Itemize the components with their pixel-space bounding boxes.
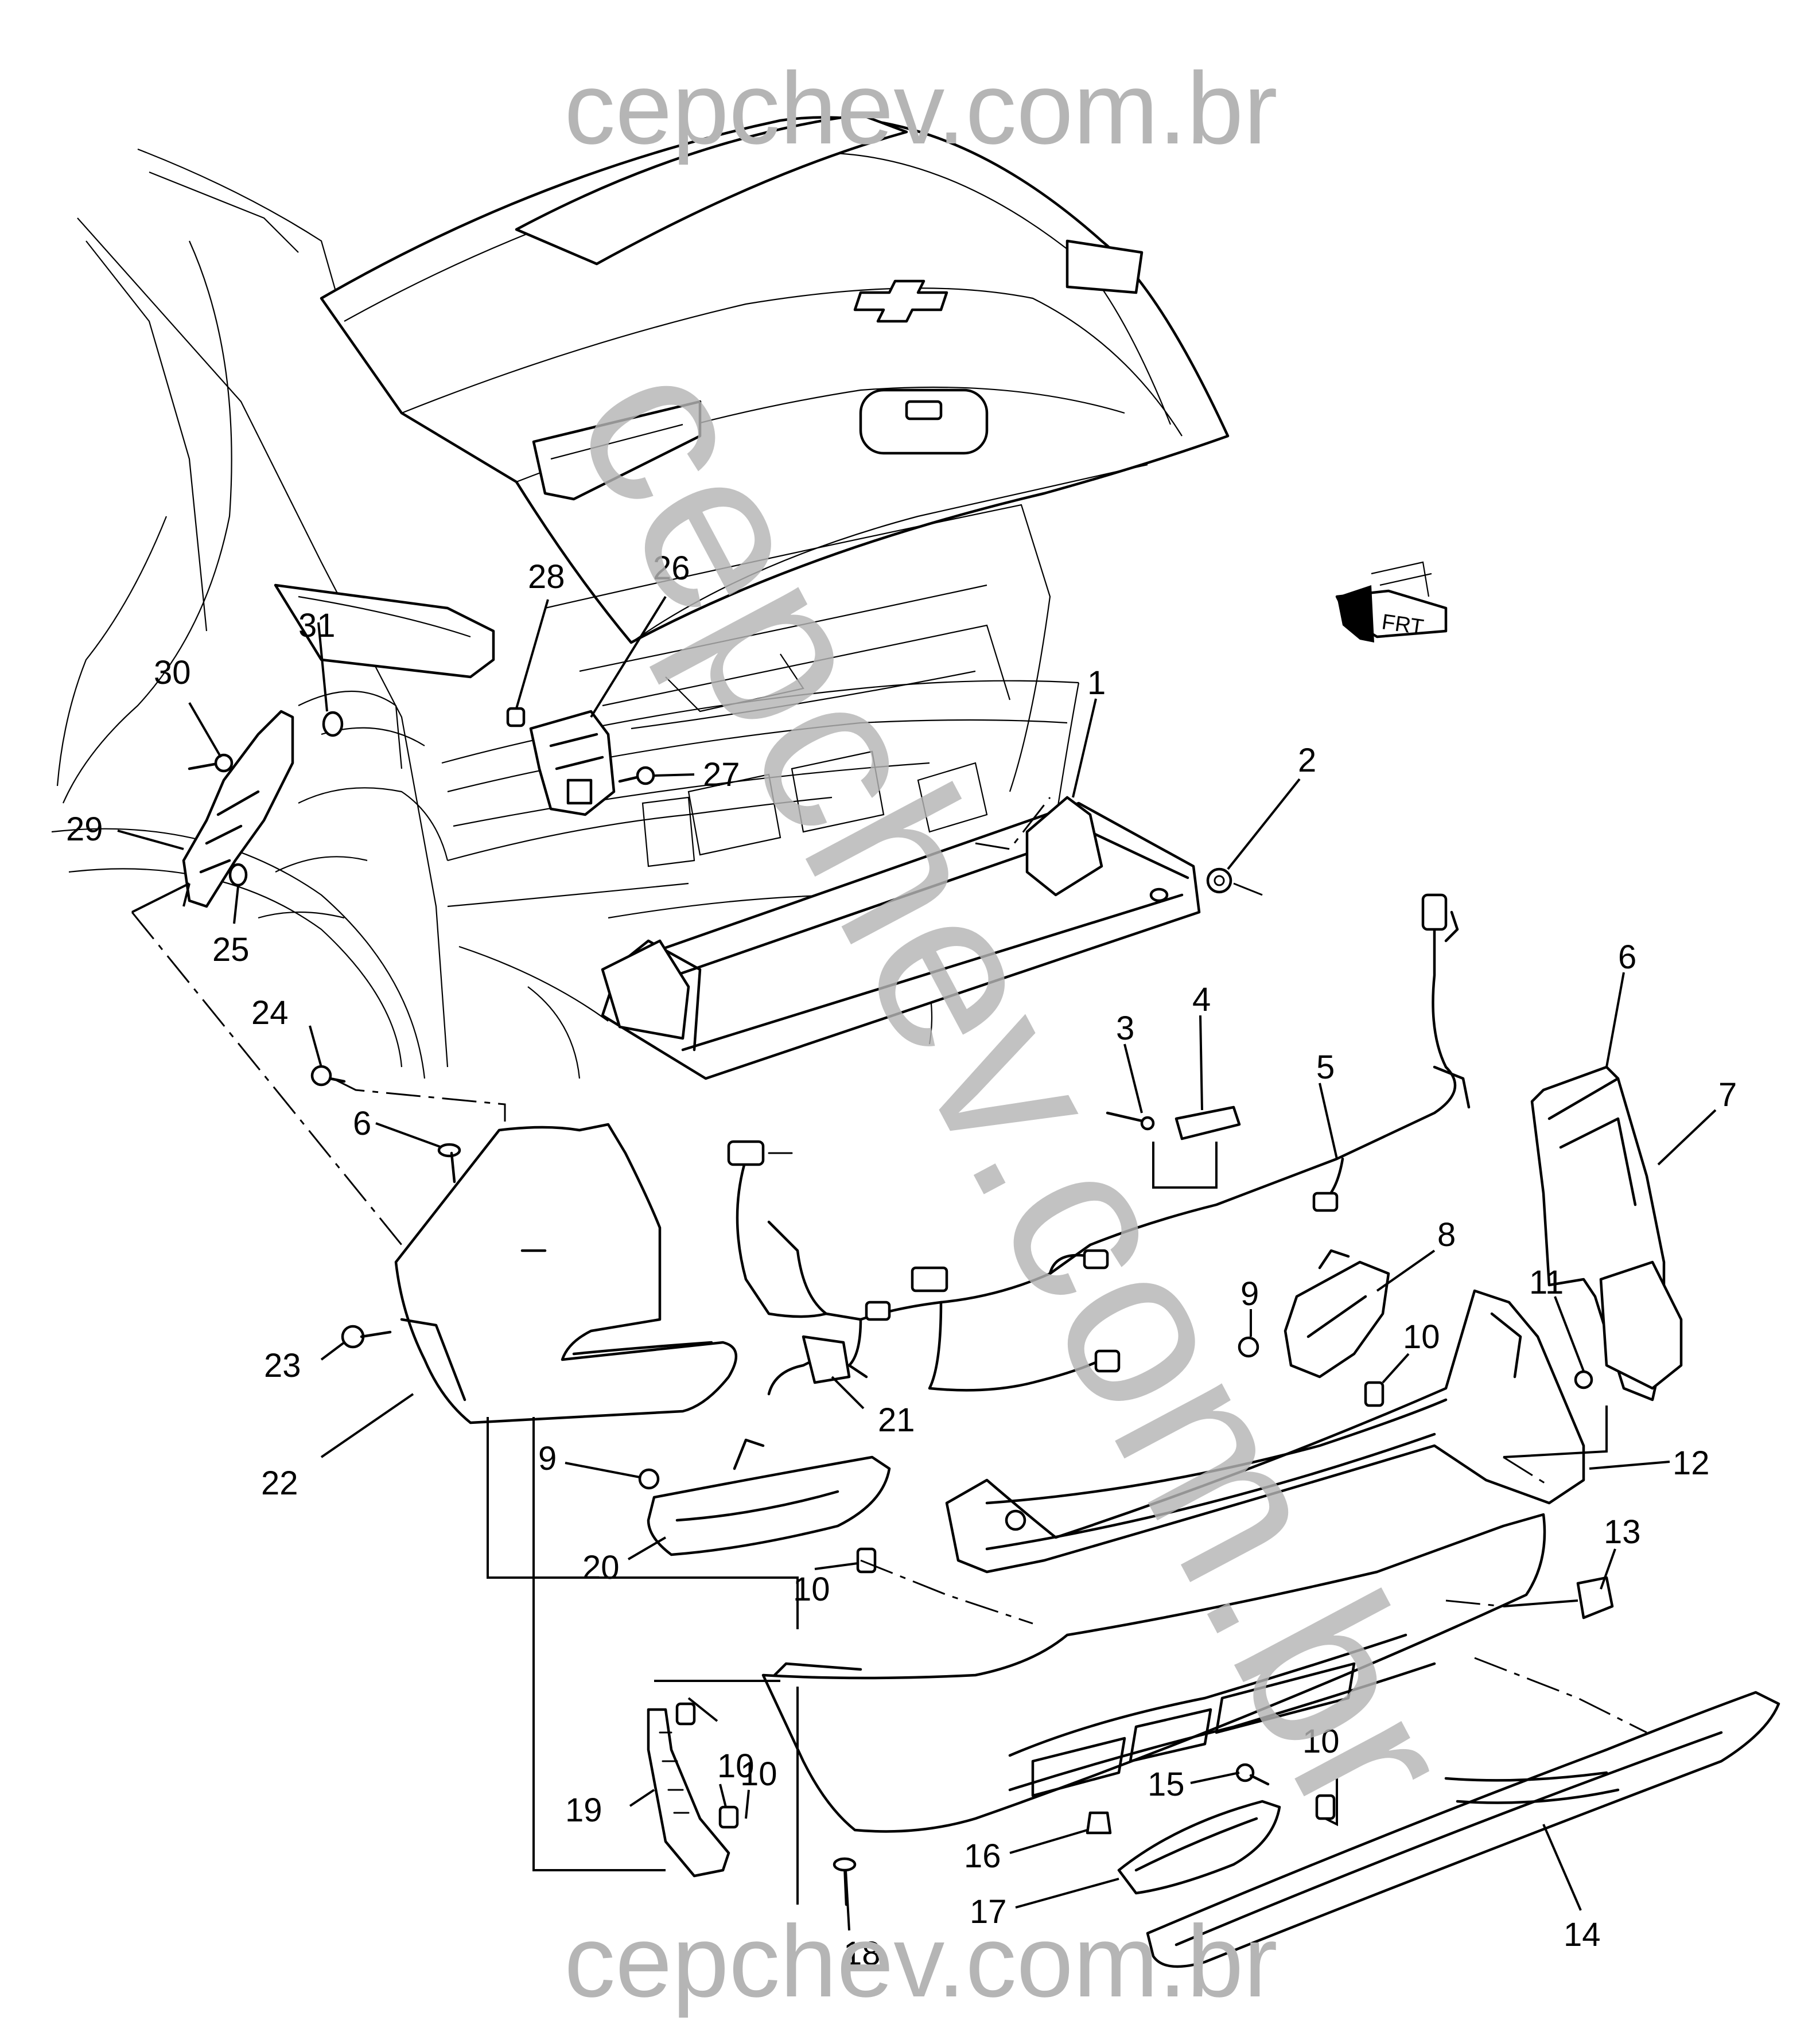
callout-23: 23 (264, 1347, 301, 1384)
part-10-clip-a (1364, 1381, 1385, 1407)
callout-24: 24 (251, 994, 289, 1031)
callout-12: 12 (1673, 1445, 1710, 1482)
part-17-trim-bracket (1117, 1800, 1281, 1895)
callout-3: 3 (1116, 1010, 1134, 1047)
part-23-bolt (341, 1325, 392, 1349)
part-3-bolt (1106, 1111, 1155, 1131)
vehicle-body (51, 113, 1230, 1079)
rear-fascia-lower (761, 1513, 1546, 1833)
callout-27: 27 (703, 756, 740, 793)
callout-10-a: 10 (1403, 1318, 1440, 1356)
callout-28: 28 (528, 558, 565, 595)
part-27-bolt (618, 766, 655, 785)
watermark-top: cepchev.com.br (564, 51, 1277, 165)
callout-7: 7 (1718, 1076, 1737, 1114)
callout-15: 15 (1148, 1766, 1185, 1803)
part-26-latch (529, 710, 616, 816)
part-1-impact-bar (601, 796, 1201, 1080)
part-29-side-bracket (182, 710, 294, 908)
leader-lines (117, 595, 1717, 1931)
callout-9-right: 9 (1240, 1275, 1259, 1313)
part-4-sensor (1152, 1105, 1241, 1189)
part-21-connector (767, 1335, 851, 1396)
callout-30: 30 (154, 654, 191, 691)
part-6-bolt-left (437, 1143, 461, 1183)
part-15-screw (1235, 1763, 1270, 1786)
part-9-push-nut-right (1238, 1336, 1259, 1358)
callout-10-e: 10 (1302, 1723, 1340, 1760)
part-22-left-corner-fascia (394, 1123, 738, 1424)
callout-20: 20 (582, 1549, 620, 1586)
part-2-nut (1206, 867, 1263, 896)
callout-1: 1 (1087, 664, 1106, 702)
callout-4: 4 (1192, 981, 1211, 1018)
callout-9-left: 9 (538, 1440, 557, 1477)
callout-13: 13 (1604, 1513, 1641, 1551)
part-19-left-bracket (647, 1708, 730, 1878)
part-8-right-reflector (1284, 1249, 1390, 1379)
callout-21: 21 (878, 1401, 915, 1439)
part-30-bolt (188, 753, 234, 773)
watermark-diagonal: cepchev.com.br (526, 320, 1506, 1856)
part-9-push-nut-left (638, 1468, 660, 1490)
front-arrow-icon: FRT (1335, 561, 1448, 643)
callout-6-left: 6 (353, 1105, 371, 1142)
callout-19: 19 (565, 1792, 602, 1829)
part-10-clip-d (718, 1805, 739, 1829)
part-5-wiring-harness (727, 893, 1471, 1392)
assembly-lines (131, 797, 1647, 1905)
part-28-retainer (506, 707, 526, 727)
callout-14: 14 (1564, 1916, 1601, 1953)
callout-22: 22 (261, 1465, 298, 1502)
callout-18: 18 (843, 1935, 881, 1972)
callout-8: 8 (1437, 1216, 1456, 1253)
part-12-upper-fascia (945, 1289, 1585, 1574)
callout-10-d: 10 (740, 1755, 777, 1793)
watermark-bottom: cepchev.com.br (564, 1904, 1277, 2018)
callout-11: 11 (1529, 1264, 1564, 1301)
callout-labels: 1 2 3 4 5 6 6 7 8 9 9 10 10 10 10 10 11 … (66, 550, 1737, 1972)
callout-10-b: 10 (793, 1571, 830, 1608)
part-11-clip (1574, 1370, 1593, 1389)
part-14-lower-valance (1146, 1691, 1780, 1968)
callout-31: 31 (298, 607, 336, 644)
part-31-washer (322, 711, 344, 737)
callout-2: 2 (1298, 742, 1316, 779)
callout-10-c: 10 (717, 1747, 755, 1785)
callout-17: 17 (970, 1893, 1007, 1930)
part-13-cap (1576, 1576, 1614, 1619)
callout-29: 29 (66, 811, 103, 848)
callout-6-right: 6 (1618, 939, 1636, 976)
callout-5: 5 (1316, 1049, 1335, 1086)
part-10-clip-c (675, 1702, 696, 1726)
part-25-washer (228, 863, 248, 887)
part-18-bolt (833, 1857, 857, 1906)
callout-16: 16 (964, 1837, 1001, 1875)
callout-25: 25 (212, 931, 250, 968)
part-16-clip (1086, 1811, 1112, 1835)
part-7-right-bracket (1530, 1065, 1683, 1401)
callout-26: 26 (653, 550, 690, 587)
part-20-left-reflector (647, 1438, 891, 1556)
part-10-clip-b (856, 1547, 877, 1574)
frt-label: FRT (1380, 610, 1425, 640)
